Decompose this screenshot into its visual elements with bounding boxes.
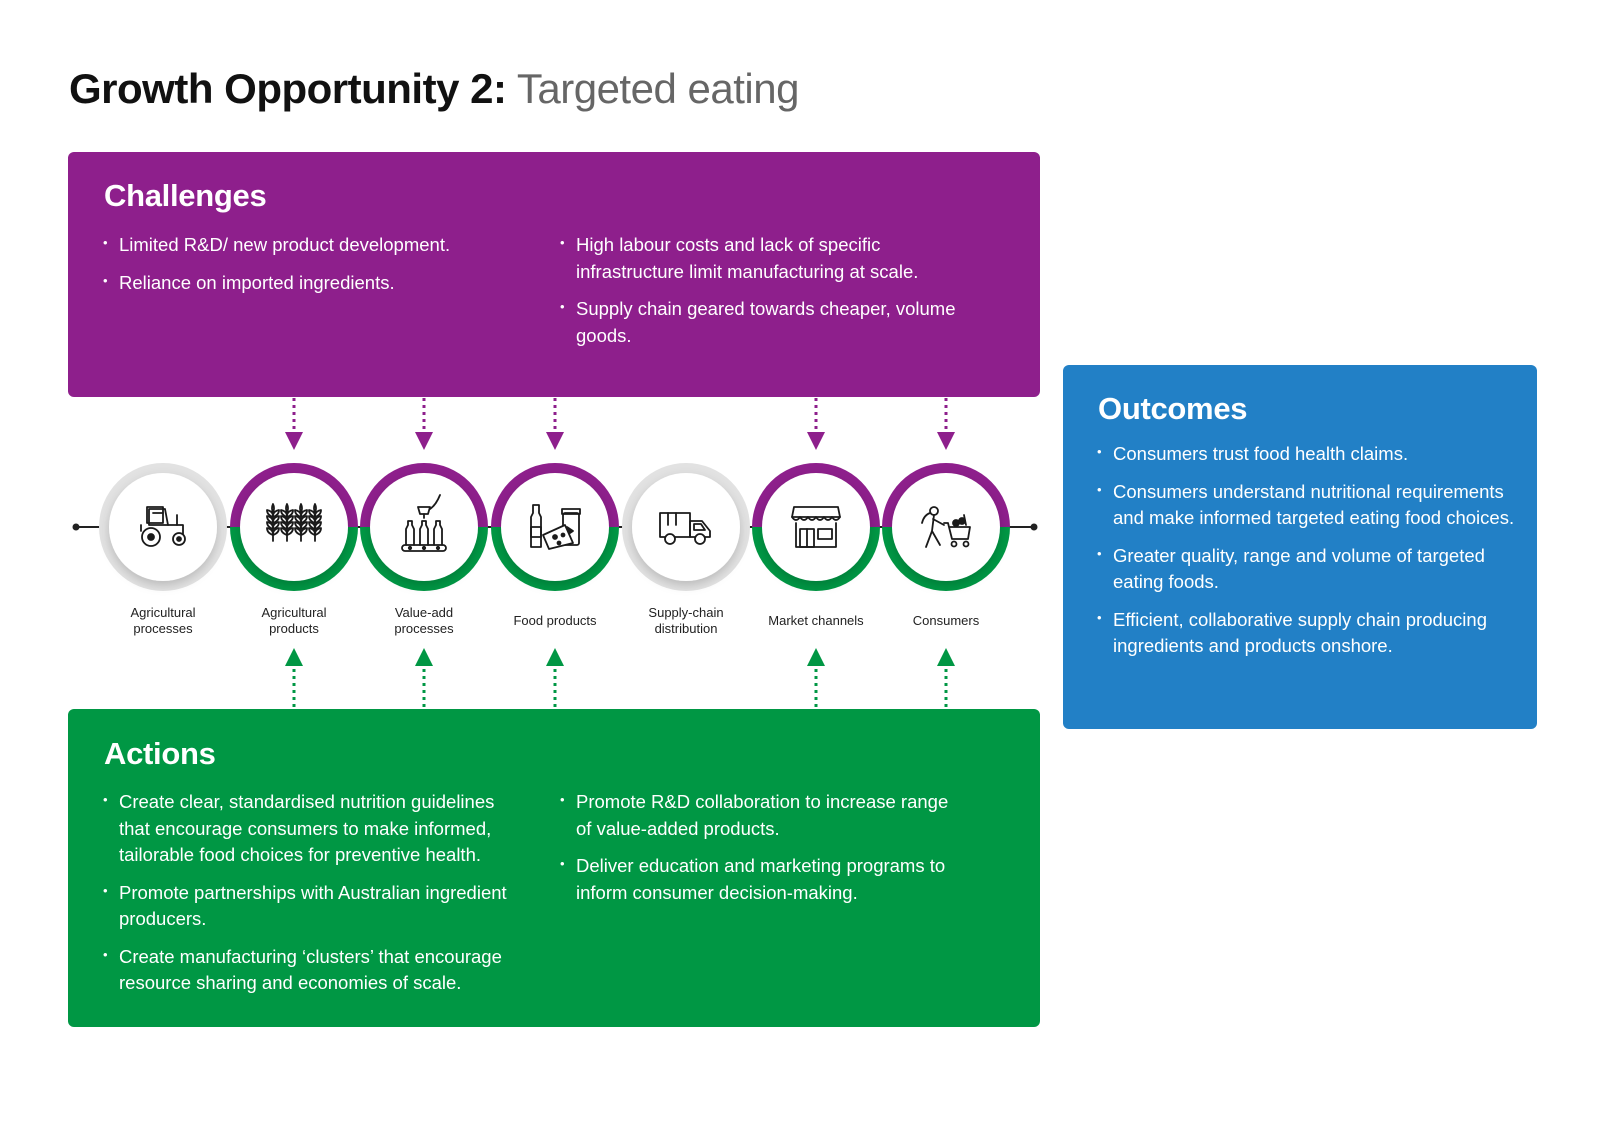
actions-heading: Actions	[104, 736, 216, 771]
challenge-item: Limited R&D/ new product development.	[103, 230, 523, 259]
tractor-icon	[140, 506, 186, 547]
actions-list-right: Promote R&D collaboration to increase ra…	[560, 787, 960, 917]
outcomes-heading: Outcomes	[1098, 391, 1248, 426]
shopper-cart-icon	[921, 506, 971, 548]
outcome-item: Efficient, collaborative supply chain pr…	[1097, 605, 1517, 660]
stage-node	[230, 463, 358, 591]
stage-node	[491, 463, 619, 591]
challenges-list-right: High labour costs and lack of specific i…	[560, 230, 960, 360]
actions-panel: Actions Create clear, standardised nutri…	[68, 709, 1040, 1027]
challenge-item: High labour costs and lack of specific i…	[560, 230, 960, 285]
action-item: Create manufacturing ‘clusters’ that enc…	[103, 942, 528, 997]
stage-label: Food products	[513, 613, 597, 628]
page-title-bold: Growth Opportunity 2:	[69, 65, 507, 112]
outcome-item: Consumers trust food health claims.	[1097, 439, 1517, 468]
action-item: Deliver education and marketing programs…	[560, 851, 960, 906]
delivery-truck-icon	[659, 512, 711, 545]
stage-node	[622, 463, 750, 591]
outcomes-panel: Outcomes Consumers trust food health cla…	[1063, 365, 1537, 729]
challenges-heading: Challenges	[104, 178, 267, 213]
stage-node	[99, 463, 227, 591]
food-products-icon	[530, 504, 581, 550]
action-item: Create clear, standardised nutrition gui…	[103, 787, 528, 869]
stage-nodes	[99, 463, 1010, 591]
stage-label: Market channels	[768, 613, 864, 628]
outcome-item: Greater quality, range and volume of tar…	[1097, 541, 1517, 596]
stage-node	[360, 463, 488, 591]
outcomes-list: Consumers trust food health claims. Cons…	[1097, 439, 1517, 671]
storefront-icon	[791, 506, 841, 548]
stage-label: Consumers	[912, 613, 980, 628]
outcome-item: Consumers understand nutritional require…	[1097, 477, 1517, 532]
stage-node	[752, 463, 880, 591]
stage-node	[882, 463, 1010, 591]
action-item: Promote R&D collaboration to increase ra…	[560, 787, 960, 842]
wheat-icon	[266, 503, 322, 542]
challenge-item: Reliance on imported ingredients.	[103, 268, 523, 297]
action-item: Promote partnerships with Australian ing…	[103, 878, 528, 933]
page-title: Growth Opportunity 2: Targeted eating	[69, 64, 799, 114]
challenge-item: Supply chain geared towards cheaper, vol…	[560, 294, 960, 349]
challenges-list-left: Limited R&D/ new product development. Re…	[103, 230, 523, 307]
connector-arrows	[285, 398, 955, 707]
factory-bottling-icon	[401, 494, 447, 552]
page-title-light: Targeted eating	[516, 65, 800, 112]
challenges-panel: Challenges Limited R&D/ new product deve…	[68, 152, 1040, 397]
actions-list-left: Create clear, standardised nutrition gui…	[103, 787, 528, 1008]
